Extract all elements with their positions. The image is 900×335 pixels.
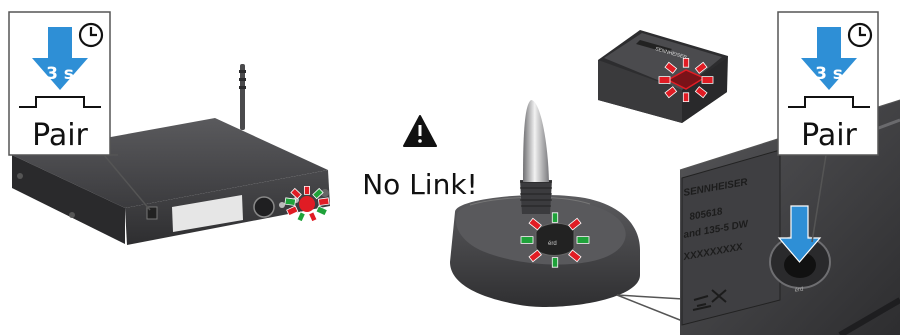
- led-ray-green: [552, 258, 557, 268]
- led-ray-red: [304, 186, 309, 194]
- pair-label: Pair: [32, 118, 88, 153]
- gooseneck: [523, 100, 549, 182]
- led-ray-red: [683, 58, 688, 67]
- led-ray-red: [318, 198, 329, 206]
- led-ray-red: [702, 77, 713, 84]
- led-ray-red: [659, 77, 670, 84]
- no-link-text: No Link!: [362, 168, 478, 201]
- no-link-warning: No Link!: [362, 116, 478, 201]
- led-ray-red: [683, 93, 688, 102]
- pair-button-label: érd: [548, 241, 557, 247]
- led-ray-red: [309, 212, 317, 222]
- antenna: [240, 64, 245, 130]
- led-ray-green: [297, 212, 305, 222]
- jog-wheel: [254, 197, 274, 217]
- hold-time-label: 3 s: [46, 64, 74, 84]
- led-ray-green: [521, 237, 533, 244]
- led-ray-green: [316, 206, 327, 216]
- led-ray-green: [577, 237, 589, 244]
- receiver-led-ring: [285, 186, 329, 221]
- hold-time-label: 3 s: [815, 64, 843, 84]
- pair-callout-right: 3 s Pair: [778, 12, 878, 155]
- led-center: [299, 196, 315, 212]
- pair-callout-left: 3 s Pair: [9, 12, 110, 155]
- pair-button: [536, 223, 574, 255]
- warning-triangle-icon: [404, 116, 436, 146]
- clock-icon: [80, 24, 102, 46]
- clock-icon: [849, 24, 871, 46]
- led-ray-green: [552, 213, 557, 223]
- led-ray-green: [285, 198, 296, 206]
- pair-label: Pair: [801, 118, 857, 153]
- gooseneck-microphone: érd: [450, 100, 640, 307]
